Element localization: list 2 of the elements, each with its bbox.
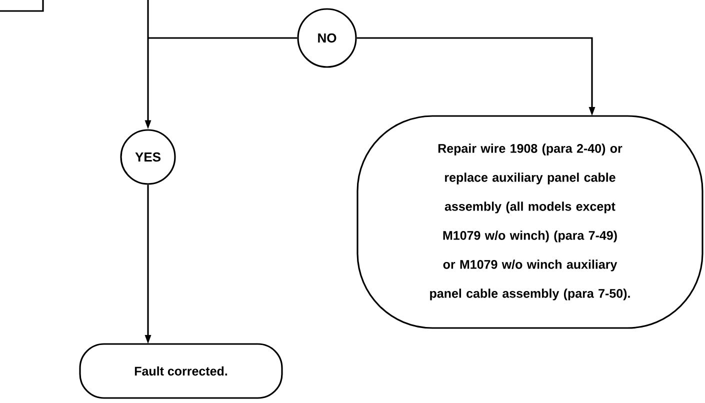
result-box: Fault corrected. [79, 343, 283, 399]
partial-box [0, 0, 44, 12]
